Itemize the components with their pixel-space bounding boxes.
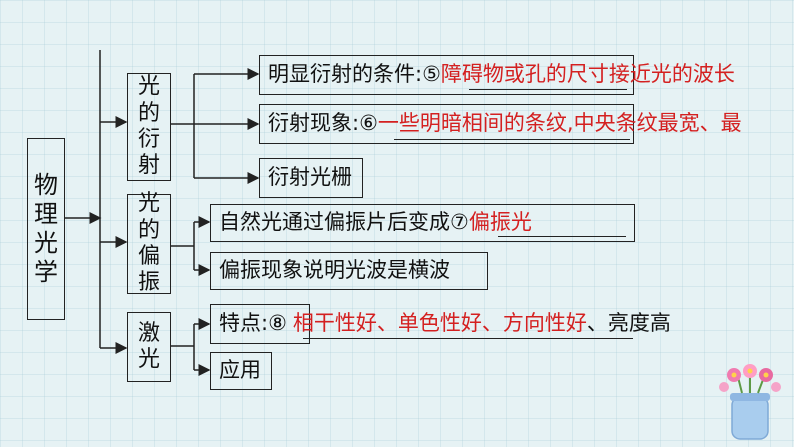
item-label: 自然光通过偏振片后变成⑦ <box>219 210 469 235</box>
answer-underline <box>303 338 633 339</box>
answer-underline <box>469 89 627 90</box>
item-answer: 一些明暗相间的条纹,中央条纹最宽、最 <box>377 111 742 136</box>
item-label: 明显衍射的条件:⑤ <box>268 62 441 87</box>
item-answer: 障碍物或孔的尺寸接近光的波长 <box>440 62 735 87</box>
branch-label: 激光 <box>137 320 160 372</box>
branch-label: 光的偏振 <box>137 191 160 296</box>
answer-underline <box>394 139 630 140</box>
item-label: 应用 <box>219 358 261 383</box>
branch-box-laser: 激光 <box>127 312 171 382</box>
item-label: 衍射光栅 <box>268 165 352 190</box>
item-label: 衍射现象:⑥ <box>268 111 378 136</box>
root-label: 物理光学 <box>34 171 58 286</box>
item-transverse-wave: 偏振现象说明光波是横波 <box>210 252 488 290</box>
branch-box-polarization: 光的偏振 <box>127 191 171 296</box>
item-answer: 相干性好、单色性好、方向性好 <box>292 311 587 336</box>
item-label: 偏振现象说明光波是横波 <box>219 258 450 283</box>
item-diffraction-grating: 衍射光栅 <box>259 158 363 198</box>
root-box: 物理光学 <box>27 138 65 320</box>
item-tail: 、亮度高 <box>586 311 671 336</box>
flower-jar-icon <box>719 364 781 440</box>
item-laser-applications: 应用 <box>210 352 272 390</box>
branch-label: 光的衍射 <box>137 74 160 179</box>
item-answer: 偏振光 <box>468 210 532 235</box>
item-label: 特点:⑧ <box>219 311 287 336</box>
answer-underline <box>498 236 626 237</box>
branch-box-diffraction: 光的衍射 <box>127 73 171 181</box>
